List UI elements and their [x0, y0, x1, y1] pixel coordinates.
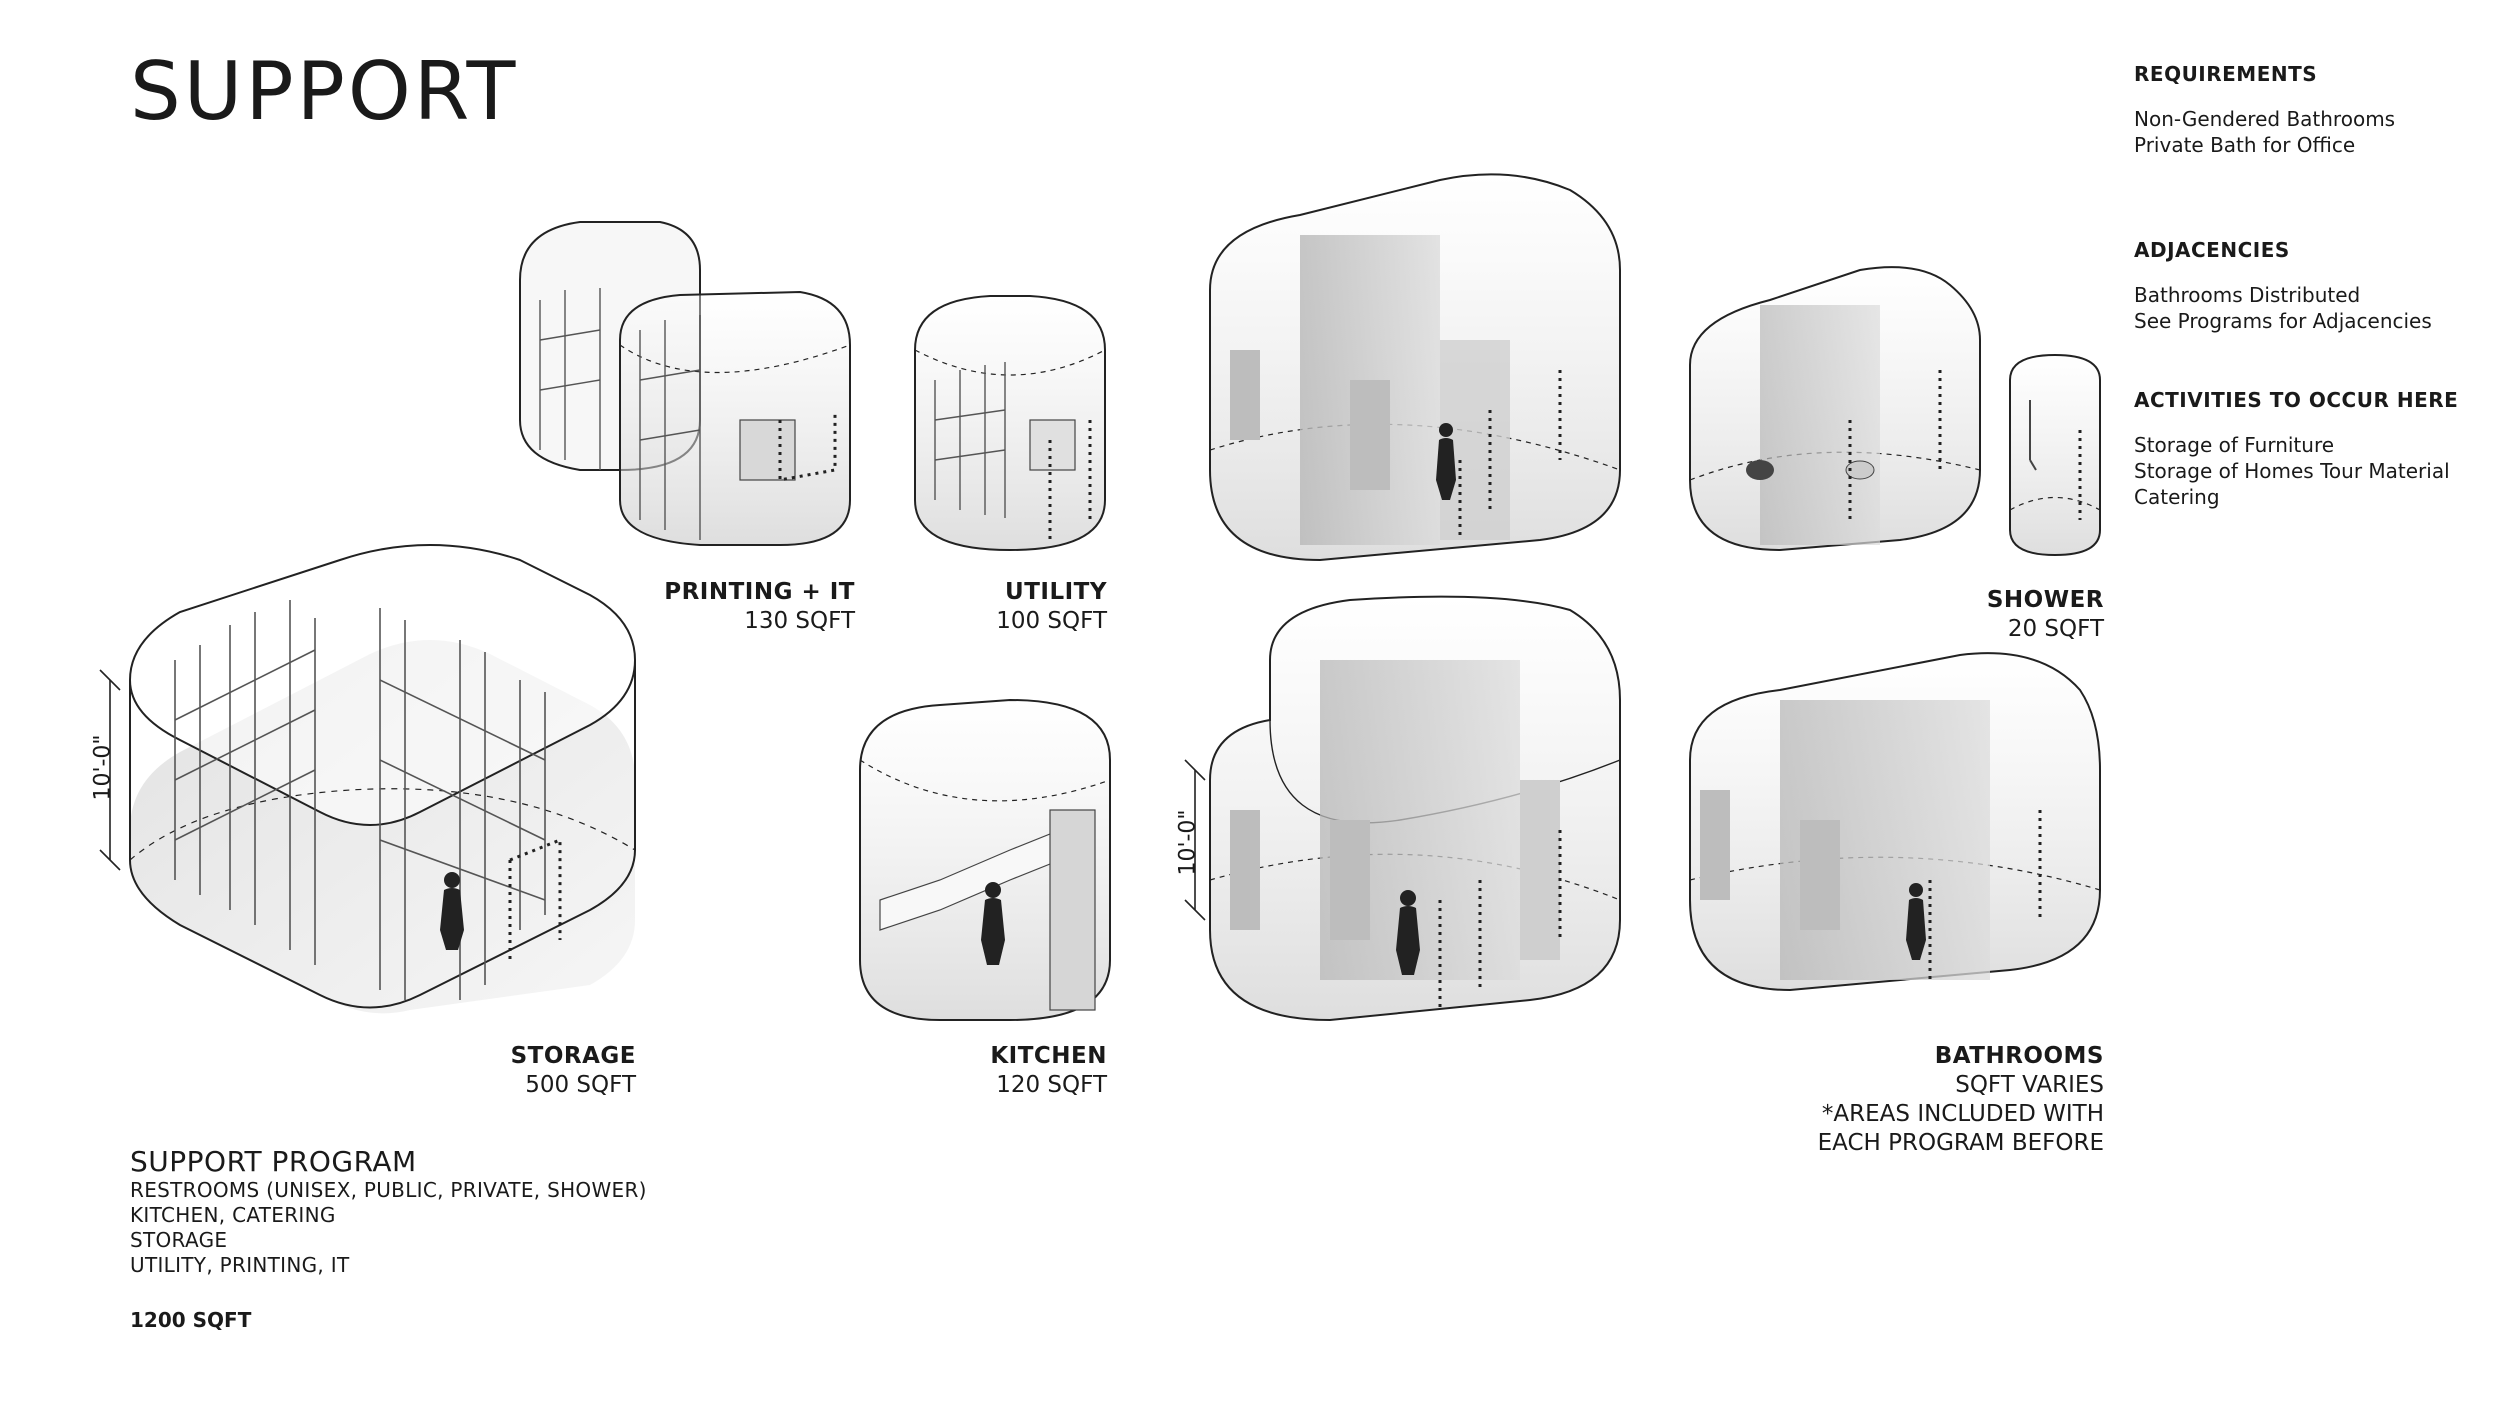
storage-height-label: 10'-0"	[90, 734, 116, 801]
sink-icon	[1845, 460, 1875, 480]
shower-volume	[2009, 353, 2101, 557]
bathroom-stall	[1350, 380, 1390, 490]
support-program: SUPPORT PROGRAM RESTROOMS (UNISEX, PUBLI…	[130, 1145, 647, 1278]
activities-section: ACTIVITIES TO OCCUR HERE Storage of Furn…	[2134, 388, 2458, 510]
room-area: 120 SQFT	[996, 1072, 1107, 1098]
adjacencies-section: ADJACENCIES Bathrooms Distributed See Pr…	[2134, 238, 2432, 334]
program-item: RESTROOMS (UNISEX, PUBLIC, PRIVATE, SHOW…	[130, 1178, 647, 1202]
kitchen-fridge	[1049, 809, 1096, 1011]
utility-sink	[1029, 419, 1076, 471]
adjacencies-heading: ADJACENCIES	[2134, 238, 2290, 262]
bathroom-height-dimension	[1184, 759, 1206, 921]
requirements-section: REQUIREMENTS Non-Gendered Bathrooms Priv…	[2134, 62, 2395, 158]
activity-item: Storage of Homes Tour Material	[2134, 459, 2450, 483]
utility-label: UTILITY 100 SQFT	[996, 578, 1107, 636]
kitchen-volume	[859, 698, 1111, 1021]
room-name: BATHROOMS	[1934, 1043, 2104, 1069]
adjacency-item: See Programs for Adjacencies	[2134, 309, 2432, 333]
printing-label: PRINTING + IT 130 SQFT	[664, 578, 855, 636]
room-area: 20 SQFT	[2007, 616, 2104, 642]
storage-shelving	[174, 600, 546, 1000]
person-icon	[440, 872, 464, 950]
utility-door	[1048, 420, 1092, 540]
room-name: STORAGE	[510, 1043, 636, 1069]
person-icon	[1396, 890, 1420, 975]
utility-shelving	[934, 362, 1006, 518]
kitchen-label: KITCHEN 120 SQFT	[990, 1042, 1107, 1100]
printing-volume	[519, 221, 851, 546]
person-icon	[981, 882, 1005, 965]
shower-head-icon	[2029, 400, 2037, 471]
storage-door	[508, 837, 562, 960]
printer-desk	[739, 419, 796, 481]
room-area: 130 SQFT	[744, 608, 855, 634]
program-heading: SUPPORT PROGRAM	[130, 1145, 417, 1178]
bathroom-stall	[1800, 820, 1840, 930]
requirements-heading: REQUIREMENTS	[2134, 62, 2318, 86]
room-name: SHOWER	[1986, 587, 2104, 613]
bathrooms-label: BATHROOMS SQFT VARIES *AREAS INCLUDED WI…	[1818, 1042, 2104, 1158]
storage-label: STORAGE 500 SQFT	[511, 1042, 636, 1100]
bathroom-stall	[1230, 810, 1260, 930]
room-area: 100 SQFT	[996, 608, 1107, 634]
bathroom-doors	[1438, 830, 1562, 1010]
bathroom-doors	[1928, 810, 2042, 980]
program-item: KITCHEN, CATERING	[130, 1203, 336, 1227]
bathroom-stall	[1330, 820, 1370, 940]
program-total: 1200 SQFT	[130, 1308, 252, 1332]
bathroom-doors	[1458, 370, 1562, 540]
bath-partition	[1760, 305, 1880, 545]
activity-item: Storage of Furniture	[2134, 433, 2335, 457]
room-name: PRINTING + IT	[664, 579, 855, 605]
room-note: *AREAS INCLUDED WITH	[1821, 1101, 2104, 1127]
activities-heading: ACTIVITIES TO OCCUR HERE	[2134, 388, 2459, 412]
room-area: 500 SQFT	[525, 1072, 636, 1098]
shower-label: SHOWER 20 SQFT	[1987, 586, 2104, 644]
room-name: UTILITY	[1005, 579, 1107, 605]
program-item: STORAGE	[130, 1228, 228, 1252]
requirement-item: Private Bath for Office	[2134, 133, 2356, 157]
room-name: KITCHEN	[990, 1043, 1107, 1069]
person-icon	[1436, 423, 1456, 500]
storage-height-dimension	[99, 669, 121, 871]
page-title: SUPPORT	[130, 45, 519, 138]
room-area: SQFT VARIES	[1955, 1072, 2104, 1098]
requirement-item: Non-Gendered Bathrooms	[2134, 107, 2396, 131]
adjacency-item: Bathrooms Distributed	[2134, 283, 2361, 307]
bathroom-stall	[1230, 350, 1260, 440]
private-bath-doors	[1848, 370, 1942, 520]
bathroom-partition	[1520, 780, 1560, 960]
room-note: EACH PROGRAM BEFORE	[1817, 1130, 2104, 1156]
utility-volume	[914, 295, 1106, 552]
toilet-icon	[1746, 460, 1774, 480]
bathroom-height-label: 10'-0"	[1175, 809, 1201, 876]
printing-door	[778, 410, 837, 482]
activity-item: Catering	[2134, 485, 2220, 509]
program-item: UTILITY, PRINTING, IT	[130, 1253, 350, 1277]
person-icon	[1906, 883, 1926, 960]
printing-shelving	[539, 288, 701, 540]
storage-volume	[128, 544, 637, 1014]
bathroom-stall	[1700, 790, 1730, 900]
